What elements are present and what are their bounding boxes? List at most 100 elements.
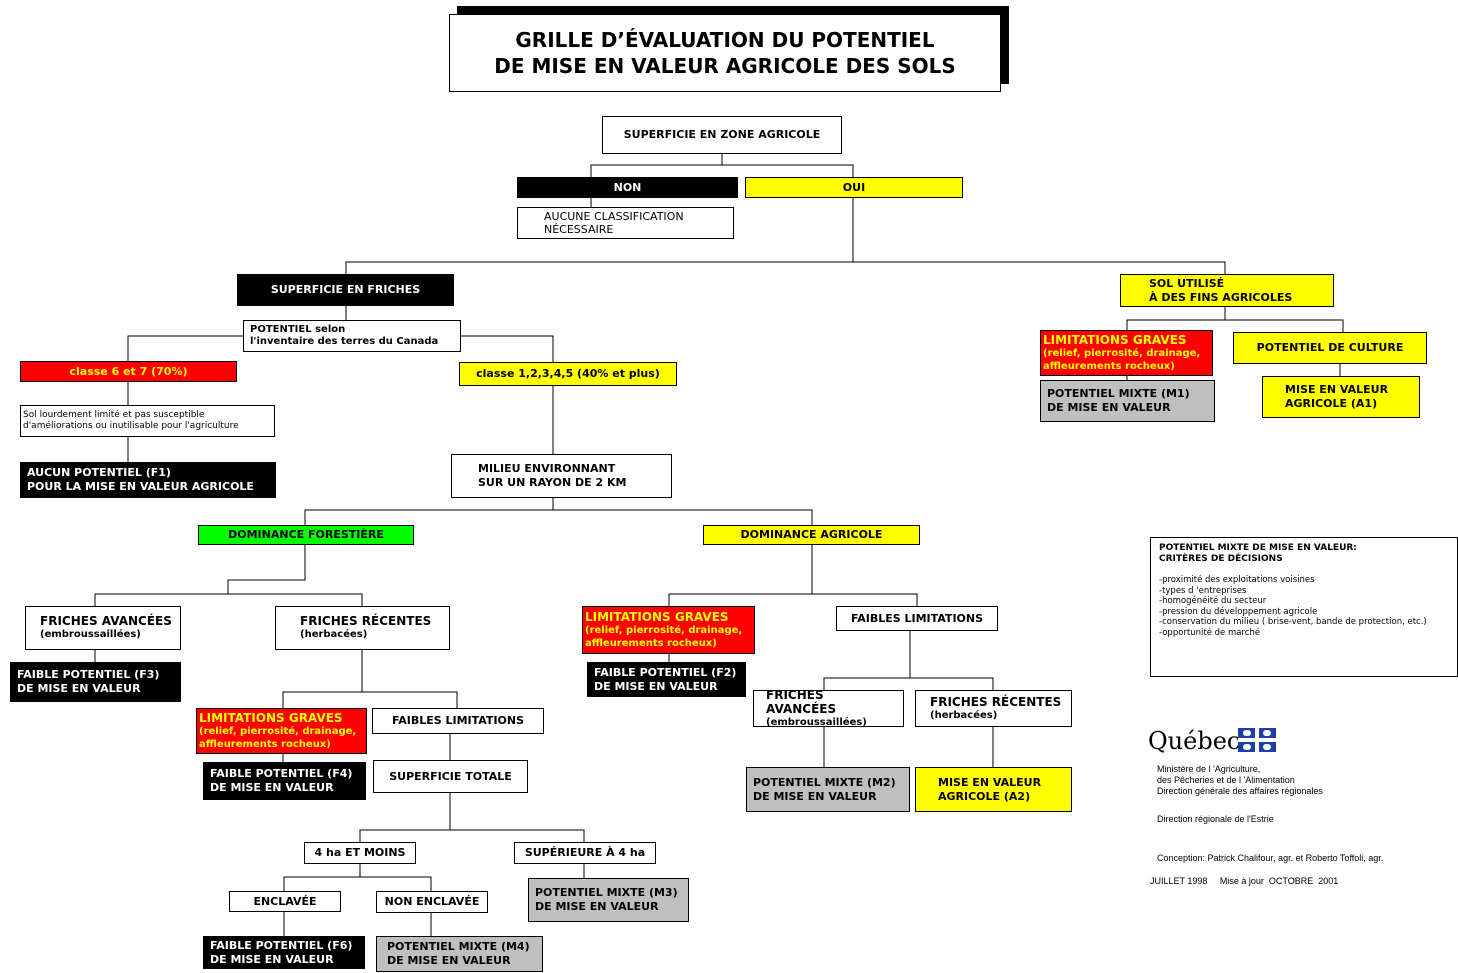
- line-1: FAIBLE POTENTIEL (F6): [210, 938, 353, 952]
- node-milieu-environnant: MILIEU ENVIRONNANT SUR UN RAYON DE 2 KM: [451, 454, 672, 498]
- node-limitations-graves-f: LIMITATIONS GRAVES (relief, pierrosité, …: [196, 708, 367, 754]
- line-2: DE MISE EN VALEUR: [210, 781, 334, 794]
- quebec-logo-text: Québec: [1148, 727, 1241, 755]
- line-1: AUCUNE CLASSIFICATION: [544, 210, 684, 223]
- line-1: AUCUN POTENTIEL (F1): [27, 466, 171, 479]
- label: SUPERFICIE TOTALE: [389, 769, 512, 783]
- label: classe 1,2,3,4,5 (40% et plus): [476, 367, 660, 380]
- node-superficie-totale: SUPERFICIE TOTALE: [373, 760, 528, 793]
- line-2: DE MISE EN VALEUR: [210, 952, 334, 966]
- node-classe-1-5: classe 1,2,3,4,5 (40% et plus): [459, 362, 677, 386]
- node-faibles-limitations-f: FAIBLES LIMITATIONS: [372, 708, 544, 734]
- label: SUPERFICIE EN ZONE AGRICOLE: [623, 128, 821, 141]
- node-friches-avancees-a: FRICHES AVANCÉES (embroussaillées): [753, 690, 904, 727]
- line-2: (herbacées): [930, 709, 998, 721]
- node-f6: FAIBLE POTENTIEL (F6) DE MISE EN VALEUR: [203, 936, 365, 969]
- line-3: affleurements rocheux): [585, 638, 717, 649]
- label: SUPÉRIEURE À 4 ha: [524, 846, 646, 859]
- line-2: DE MISE EN VALEUR: [387, 954, 511, 967]
- node-f2: FAIBLE POTENTIEL (F2) DE MISE EN VALEUR: [587, 662, 746, 697]
- node-non-enclavee: NON ENCLAVÉE: [376, 891, 488, 913]
- ministere-block: Ministère de l 'Agriculture, des Pêcheri…: [1157, 764, 1323, 797]
- node-4ha-et-moins: 4 ha ET MOINS: [304, 842, 416, 864]
- node-faibles-limitations-a: FAIBLES LIMITATIONS: [836, 606, 998, 631]
- label: classe 6 et 7 (70%): [69, 364, 188, 378]
- criteria-title-2: CRITÈRES DE DÉCISIONS: [1159, 554, 1283, 564]
- node-a1: MISE EN VALEUR AGRICOLE (A1): [1262, 376, 1420, 418]
- line-2: DE MISE EN VALEUR: [17, 682, 141, 695]
- node-m3: POTENTIEL MIXTE (M3) DE MISE EN VALEUR: [528, 878, 689, 922]
- label: 4 ha ET MOINS: [314, 846, 406, 859]
- node-aucune-classification: AUCUNE CLASSIFICATION NÉCESSAIRE: [517, 207, 734, 239]
- line-1: MISE EN VALEUR: [938, 775, 1042, 789]
- line-1: FRICHES RÉCENTES: [930, 694, 1062, 709]
- line-2: DE MISE EN VALEUR: [753, 789, 877, 803]
- line-2: (relief, pierrosité, drainage,: [199, 726, 357, 737]
- node-f1: AUCUN POTENTIEL (F1) POUR LA MISE EN VAL…: [20, 462, 276, 498]
- line-2: POUR LA MISE EN VALEUR AGRICOLE: [27, 480, 254, 493]
- line-1: FRICHES AVANCÉES: [766, 690, 837, 716]
- line-1: FAIBLE POTENTIEL (F2): [594, 665, 737, 679]
- label: FAIBLES LIMITATIONS: [391, 714, 525, 727]
- node-limitations-graves-a: LIMITATIONS GRAVES (relief, pierrosité, …: [582, 606, 755, 654]
- node-dominance-agricole: DOMINANCE AGRICOLE: [703, 525, 920, 545]
- label: DOMINANCE FORESTIÈRE: [228, 528, 384, 541]
- line-2: DE MISE EN VALEUR: [594, 679, 718, 693]
- criteria-item: -proximité des exploitations voisines: [1159, 575, 1315, 585]
- label: SUPERFICIE EN FRICHES: [270, 283, 421, 296]
- line-2: DE MISE EN VALEUR: [535, 900, 659, 913]
- ministere-line-1: Ministère de l 'Agriculture,: [1157, 764, 1261, 774]
- line-2: NÉCESSAIRE: [544, 223, 614, 236]
- line-1: FRICHES RÉCENTES: [300, 614, 432, 628]
- label: OUI: [842, 180, 866, 194]
- line-1: POTENTIEL MIXTE (M2): [753, 775, 896, 789]
- criteria-item: -pression du développement agricole: [1159, 606, 1318, 617]
- node-m4: POTENTIEL MIXTE (M4) DE MISE EN VALEUR: [376, 936, 543, 972]
- line-1: LIMITATIONS GRAVES: [585, 610, 729, 624]
- line-1: POTENTIEL MIXTE (M3): [535, 886, 678, 899]
- line-2: (relief, pierrosité, drainage,: [585, 625, 743, 636]
- line-2: (herbacées): [300, 629, 368, 640]
- node-zone-agricole: SUPERFICIE EN ZONE AGRICOLE: [602, 116, 842, 154]
- line-1: SOL UTILISÉ: [1149, 276, 1225, 290]
- title-line-1: GRILLE D’ÉVALUATION DU POTENTIEL: [515, 28, 935, 52]
- line-1: FAIBLE POTENTIEL (F4): [210, 767, 353, 780]
- node-f3: FAIBLE POTENTIEL (F3) DE MISE EN VALEUR: [10, 662, 181, 702]
- title-line-2: DE MISE EN VALEUR AGRICOLE DES SOLS: [494, 54, 956, 78]
- node-f4: FAIBLE POTENTIEL (F4) DE MISE EN VALEUR: [203, 762, 366, 800]
- node-m2: POTENTIEL MIXTE (M2) DE MISE EN VALEUR: [746, 767, 910, 812]
- line-2: AGRICOLE (A1): [1285, 397, 1378, 410]
- label: NON: [613, 180, 642, 194]
- criteria-item: -homogénéité du secteur: [1159, 596, 1267, 606]
- node-sol-lourdement-limite: Sol lourdement limité et pas susceptible…: [20, 405, 275, 437]
- node-classe-6-7: classe 6 et 7 (70%): [20, 361, 237, 382]
- node-sol-utilise: SOL UTILISÉ À DES FINS AGRICOLES: [1120, 274, 1334, 307]
- node-superficie-friches: SUPERFICIE EN FRICHES: [237, 274, 454, 306]
- line-1: LIMITATIONS GRAVES: [1043, 333, 1187, 347]
- node-enclavee: ENCLAVÉE: [229, 891, 341, 912]
- label: POTENTIEL DE CULTURE: [1256, 341, 1404, 354]
- label: FAIBLES LIMITATIONS: [850, 611, 984, 625]
- node-limitations-graves-sol: LIMITATIONS GRAVES (relief, pierrosité, …: [1040, 330, 1213, 376]
- line-2: (embroussaillées): [40, 629, 141, 640]
- line-3: affleurements rocheux): [1043, 361, 1175, 372]
- node-oui: OUI: [745, 177, 963, 198]
- line-1: LIMITATIONS GRAVES: [199, 711, 343, 725]
- criteria-box: POTENTIEL MIXTE DE MISE EN VALEUR: CRITÈ…: [1150, 537, 1458, 677]
- line-2: (relief, pierrosité, drainage,: [1043, 348, 1201, 359]
- date-line: JUILLET 1998 Mise à jour OCTOBRE 2001: [1150, 876, 1339, 886]
- ministere-line-2: des Pêcheries et de l 'Alimentation: [1157, 775, 1295, 785]
- node-a2: MISE EN VALEUR AGRICOLE (A2): [915, 767, 1072, 812]
- line-1: POTENTIEL MIXTE (M1): [1047, 387, 1190, 400]
- node-dominance-forestiere: DOMINANCE FORESTIÈRE: [198, 525, 414, 545]
- label: DOMINANCE AGRICOLE: [740, 528, 883, 541]
- line-2: À DES FINS AGRICOLES: [1149, 290, 1293, 304]
- node-superieure-4ha: SUPÉRIEURE À 4 ha: [514, 842, 656, 864]
- line-1: FRICHES AVANCÉES: [40, 614, 172, 628]
- criteria-title-1: POTENTIEL MIXTE DE MISE EN VALEUR:: [1159, 543, 1357, 553]
- criteria-item: -types d 'entreprises: [1159, 585, 1247, 596]
- node-m1: POTENTIEL MIXTE (M1) DE MISE EN VALEUR: [1040, 380, 1215, 422]
- node-friches-recentes-a: FRICHES RÉCENTES (herbacées): [915, 690, 1072, 727]
- label: ENCLAVÉE: [253, 894, 317, 908]
